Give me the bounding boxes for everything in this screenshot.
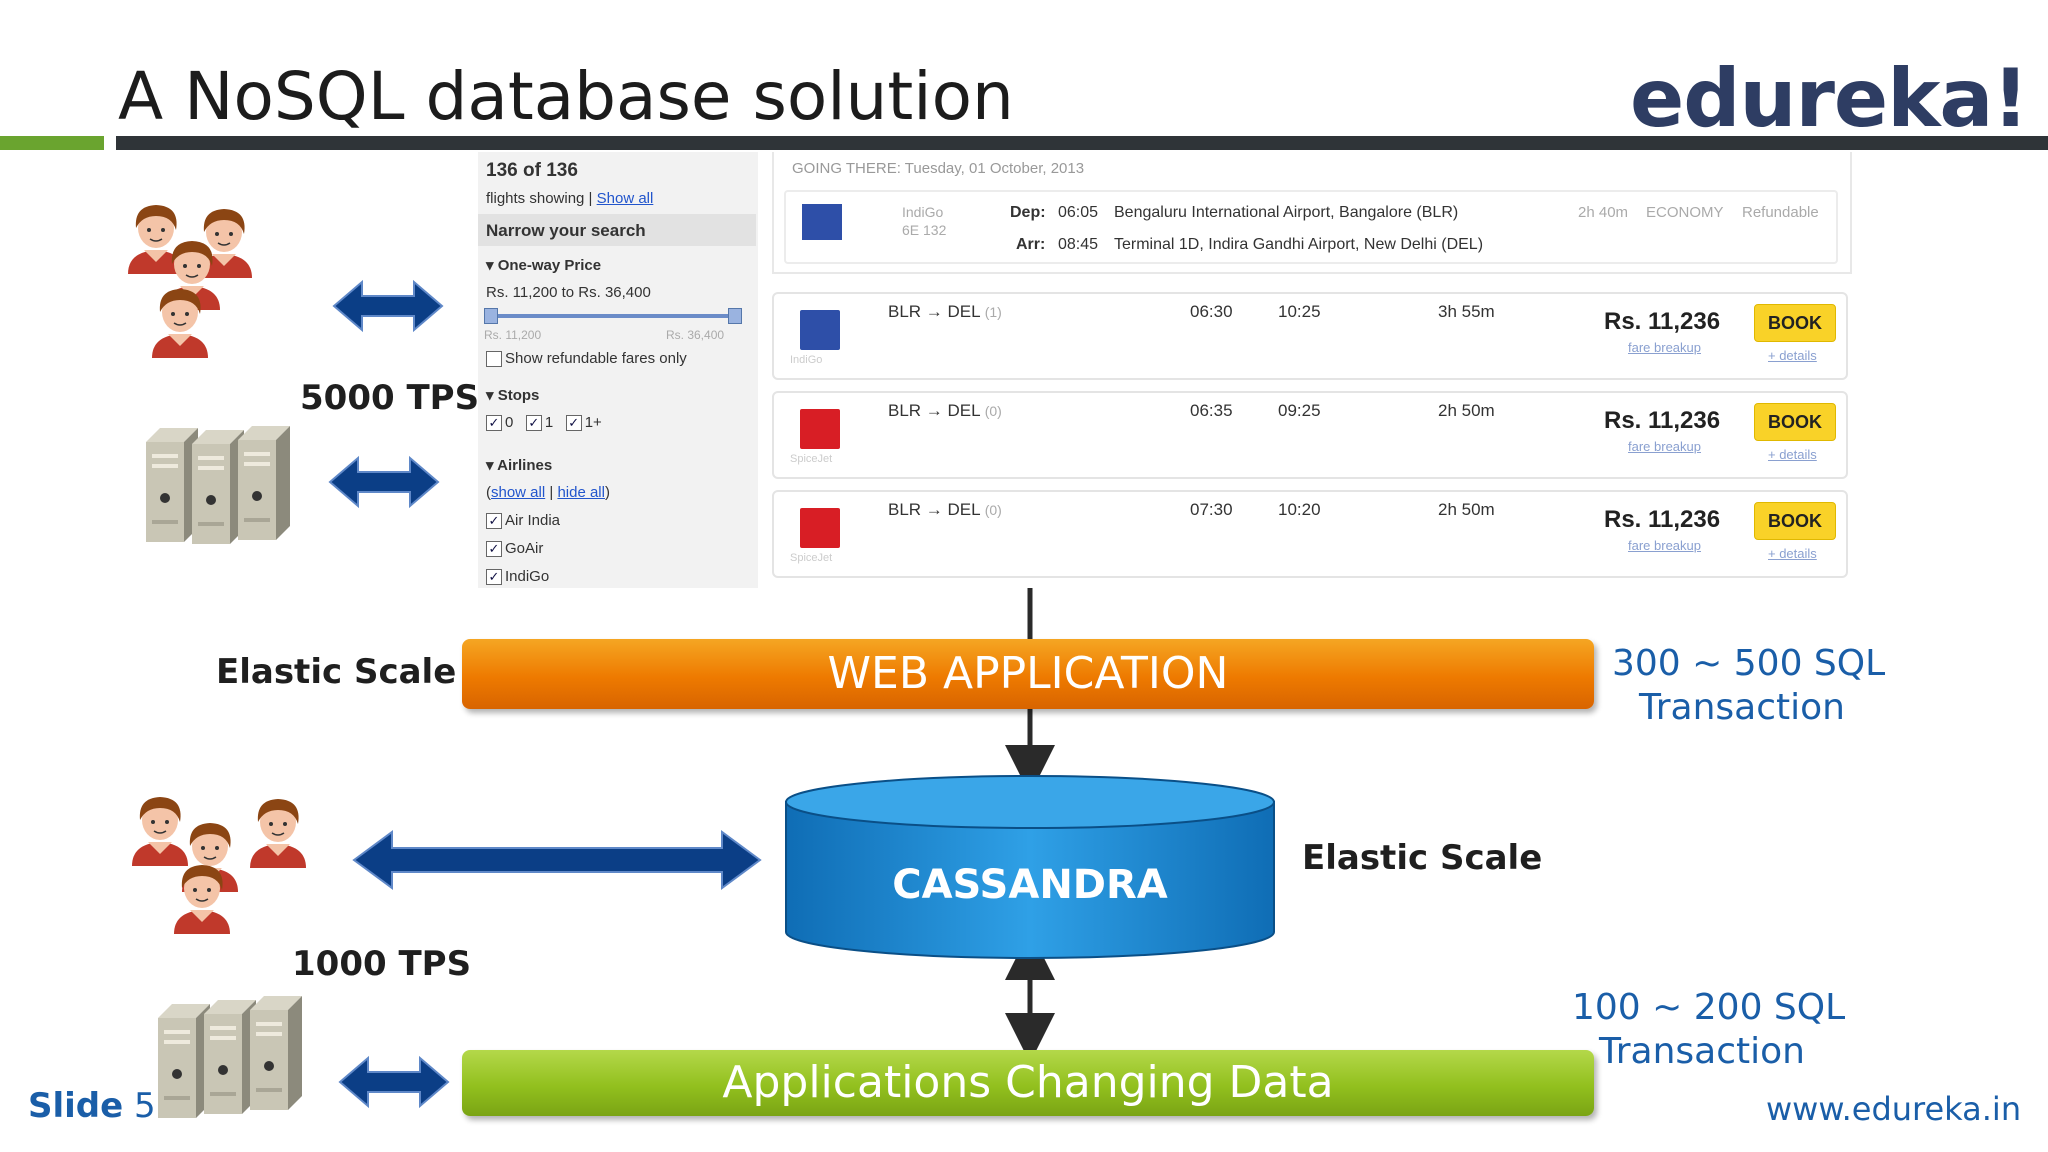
- indigo-logo-icon: [802, 204, 842, 240]
- going-there-panel: GOING THERE: Tuesday, 01 October, 2013 I…: [772, 152, 1852, 274]
- dep-label: Dep:: [1010, 204, 1046, 221]
- fare-breakup-link[interactable]: fare breakup: [1628, 340, 1701, 355]
- double-arrow-icon: [332, 279, 444, 333]
- search-sidebar: 136 of 136 flights showing | Show all Na…: [478, 152, 758, 588]
- accent-bar-green: [0, 136, 104, 150]
- flight-airline: SpiceJet: [790, 552, 833, 564]
- indigo-logo-icon: [800, 310, 840, 350]
- users-icon-bottom: [131, 796, 307, 935]
- airlines-hide-all-link[interactable]: hide all: [557, 484, 605, 501]
- flight-airline: IndiGo: [790, 354, 823, 366]
- refundable-filter[interactable]: Show refundable fares only: [486, 350, 687, 368]
- flight-airline: SpiceJet: [790, 453, 833, 465]
- spicejet-logo-icon: [800, 508, 840, 548]
- flight-duration: 2h 50m: [1438, 500, 1495, 519]
- book-button[interactable]: BOOK: [1754, 403, 1836, 441]
- details-link[interactable]: + details: [1768, 348, 1817, 363]
- fare-breakup-link[interactable]: fare breakup: [1628, 439, 1701, 454]
- flight-dep-time: 06:30: [1190, 302, 1233, 321]
- airline-option-air-india[interactable]: ✓Air India: [486, 512, 560, 530]
- price-slider-min-handle[interactable]: [484, 308, 498, 324]
- flight-arr-time: 10:25: [1278, 302, 1321, 321]
- applications-changing-data-box: Applications Changing Data: [462, 1050, 1594, 1116]
- dep-time: 06:05: [1058, 204, 1099, 221]
- going-flight-number: 6E 132: [902, 222, 947, 238]
- flight-duration: 3h 55m: [1438, 302, 1495, 321]
- flight-arr-time: 10:20: [1278, 500, 1321, 519]
- airlines-show-all-link[interactable]: show all: [491, 484, 546, 501]
- going-there-header: GOING THERE: Tuesday, 01 October, 2013: [792, 160, 1085, 177]
- web-application-box: WEB APPLICATION: [462, 639, 1594, 709]
- website-url: www.edureka.in: [1766, 1090, 2022, 1128]
- price-range-text: Rs. 11,200 to Rs. 36,400: [486, 284, 651, 301]
- flight-result-row: SpiceJet BLR → DEL (0) 07:30 10:20 2h 50…: [772, 490, 1848, 578]
- arr-time: 08:45: [1058, 236, 1099, 253]
- dep-airport: Bengaluru International Airport, Bangalo…: [1114, 204, 1459, 221]
- users-icon-top: [127, 204, 253, 359]
- going-airline: IndiGo: [902, 204, 944, 220]
- elastic-scale-left-label: Elastic Scale: [216, 652, 457, 692]
- airlines-toggle-links: (show all | hide all): [486, 484, 610, 501]
- arr-airport: Terminal 1D, Indira Gandhi Airport, New …: [1114, 236, 1484, 253]
- price-slider-max-handle[interactable]: [728, 308, 742, 324]
- sql-transaction-top-label: 300 ~ 500 SQL Transaction: [1612, 643, 1886, 728]
- stops-filter-heading: ▾ Stops: [486, 387, 540, 404]
- price-slider-track[interactable]: [488, 314, 738, 318]
- price-min-label: Rs. 11,200: [484, 328, 542, 342]
- airline-option-indigo[interactable]: ✓IndiGo: [486, 568, 549, 586]
- going-duration: 2h 40m: [1578, 204, 1629, 221]
- price-filter-heading: ▾ One-way Price: [486, 257, 602, 274]
- flight-price: Rs. 11,236: [1604, 308, 1721, 335]
- title-rule: [116, 136, 2048, 150]
- flights-showing: flights showing | Show all: [486, 190, 653, 207]
- flights-showing-text: flights showing |: [486, 190, 593, 207]
- price-max-label: Rs. 36,400: [666, 328, 725, 342]
- double-arrow-icon: [328, 455, 440, 509]
- flight-dep-time: 06:35: [1190, 401, 1233, 420]
- cassandra-label: CASSANDRA: [892, 862, 1168, 908]
- airlines-filter-heading: ▾ Airlines: [486, 457, 553, 474]
- going-refundable: Refundable: [1742, 204, 1819, 221]
- tps-bottom-label: 1000 TPS: [292, 944, 472, 984]
- flight-arr-time: 09:25: [1278, 401, 1321, 420]
- flight-duration: 2h 50m: [1438, 401, 1495, 420]
- book-button[interactable]: BOOK: [1754, 304, 1836, 342]
- cassandra-database-icon: [785, 775, 1275, 959]
- servers-icon-bottom: [158, 996, 302, 1118]
- slide-title: A NoSQL database solution: [118, 58, 1014, 135]
- double-arrow-icon: [338, 1055, 450, 1109]
- flight-route: BLR → DEL (1): [888, 302, 1002, 321]
- flight-route: BLR → DEL (0): [888, 500, 1002, 519]
- flight-result-row: IndiGo BLR → DEL (1) 06:30 10:25 3h 55m …: [772, 292, 1848, 380]
- going-class: ECONOMY: [1646, 204, 1724, 221]
- airline-option-goair[interactable]: ✓GoAir: [486, 540, 543, 558]
- details-link[interactable]: + details: [1768, 546, 1817, 561]
- flight-price: Rs. 11,236: [1604, 407, 1721, 434]
- flight-route: BLR → DEL (0): [888, 401, 1002, 420]
- tps-top-label: 5000 TPS: [300, 378, 480, 418]
- details-link[interactable]: + details: [1768, 447, 1817, 462]
- result-count: 136 of 136: [486, 160, 578, 181]
- elastic-scale-right-label: Elastic Scale: [1302, 838, 1543, 878]
- arr-label: Arr:: [1016, 236, 1046, 253]
- spicejet-logo-icon: [800, 409, 840, 449]
- fare-breakup-link[interactable]: fare breakup: [1628, 538, 1701, 553]
- flight-dep-time: 07:30: [1190, 500, 1233, 519]
- slide-number: Slide 5: [28, 1086, 156, 1126]
- book-button[interactable]: BOOK: [1754, 502, 1836, 540]
- flight-price: Rs. 11,236: [1604, 506, 1721, 533]
- double-arrow-icon: [352, 830, 762, 890]
- sql-transaction-bottom-label: 100 ~ 200 SQL Transaction: [1572, 987, 1846, 1072]
- narrow-search-heading: Narrow your search: [486, 221, 646, 240]
- edureka-logo: edureka!: [1630, 52, 2029, 145]
- stops-options[interactable]: ✓0 ✓1 ✓1+: [486, 414, 602, 432]
- servers-icon-top: [146, 426, 290, 544]
- show-all-link[interactable]: Show all: [596, 190, 654, 207]
- flight-result-row: SpiceJet BLR → DEL (0) 06:35 09:25 2h 50…: [772, 391, 1848, 479]
